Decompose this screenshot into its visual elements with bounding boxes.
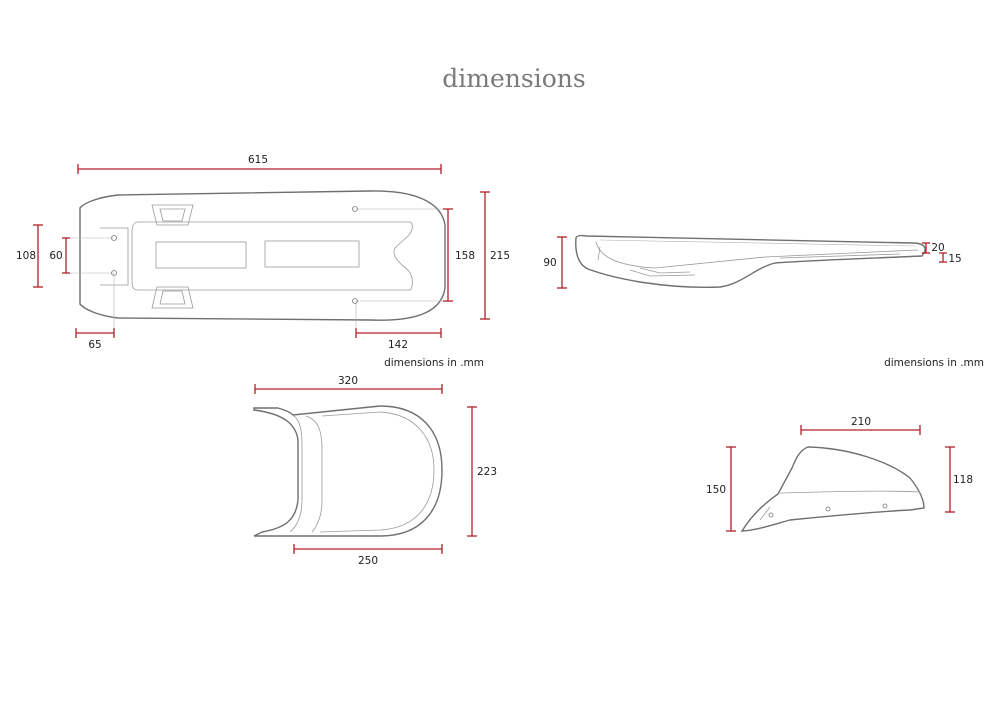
- svg-text:142: 142: [388, 339, 408, 351]
- units-note-right: dimensions in .mm: [884, 357, 984, 369]
- page-title: dimensions: [442, 64, 585, 93]
- dim-depth-65: 65: [75, 328, 115, 351]
- seat-rear-view: [253, 405, 443, 537]
- svg-text:65: 65: [88, 339, 101, 351]
- svg-text:15: 15: [948, 253, 961, 265]
- dim-width-158: 158: [443, 208, 475, 302]
- dim-offset-142: 142: [355, 328, 442, 351]
- svg-text:118: 118: [953, 474, 973, 486]
- svg-text:250: 250: [358, 555, 378, 567]
- svg-text:615: 615: [248, 154, 268, 166]
- dim-height-118: 118: [945, 446, 973, 513]
- units-note-left: dimensions in .mm: [384, 357, 484, 369]
- dim-tail-15: 15: [939, 252, 962, 265]
- svg-text:108: 108: [16, 250, 36, 262]
- dim-width-215: 215: [480, 191, 510, 320]
- svg-text:60: 60: [49, 250, 62, 262]
- dim-width-320: 320: [254, 375, 443, 394]
- svg-text:90: 90: [543, 257, 556, 269]
- dim-tail-20: 20: [922, 242, 945, 254]
- svg-text:223: 223: [477, 466, 497, 478]
- svg-text:158: 158: [455, 250, 475, 262]
- svg-text:320: 320: [338, 375, 358, 387]
- svg-text:215: 215: [490, 250, 510, 262]
- dim-height-90: 90: [543, 236, 567, 289]
- dim-height-223: 223: [467, 406, 497, 537]
- cowl-side-view: [740, 446, 925, 532]
- dim-height-108: 108: [16, 224, 43, 288]
- seat-side-view: [575, 234, 926, 288]
- dim-width-250: 250: [293, 544, 443, 567]
- dim-length-210: 210: [800, 416, 921, 435]
- dim-length-615: 615: [77, 154, 442, 174]
- seat-top-view: [62, 190, 448, 333]
- dim-height-60: 60: [49, 237, 70, 274]
- svg-text:150: 150: [706, 484, 726, 496]
- dim-height-150: 150: [706, 446, 736, 532]
- svg-text:20: 20: [931, 242, 944, 254]
- svg-text:210: 210: [851, 416, 871, 428]
